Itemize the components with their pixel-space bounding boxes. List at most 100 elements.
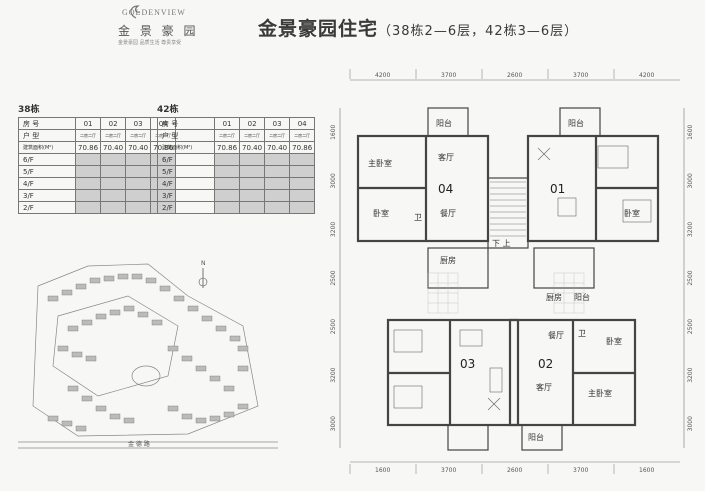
north-arrow: N <box>198 260 208 288</box>
floor-label: 5/F <box>18 165 76 178</box>
building-block <box>187 305 199 312</box>
table-cell: 03 <box>125 117 152 130</box>
building-block <box>131 273 143 280</box>
room-dining-04: 餐厅 <box>440 209 456 218</box>
building-block <box>57 345 69 352</box>
floor-label: 2/F <box>18 201 76 214</box>
dimension-label: 2500 <box>687 270 694 285</box>
table-cell: 70.40 <box>125 141 152 154</box>
floor-label: 6/F <box>157 153 215 166</box>
building-block <box>61 420 73 427</box>
table-row: 建筑面积(M²) 70.86 70.40 70.40 70.86 <box>18 141 177 154</box>
table-cell: 04 <box>289 117 316 130</box>
building-block <box>117 273 129 280</box>
dimension-label: 2500 <box>330 319 337 334</box>
table-cell: 建筑面积(M²) <box>18 141 76 154</box>
table-row: 房 号 01 02 03 04 <box>18 117 177 130</box>
building-block <box>201 315 213 322</box>
dimension-label: 3700 <box>573 467 588 474</box>
building-block <box>123 305 135 312</box>
swirl-icon <box>130 5 141 19</box>
building-block <box>109 413 121 420</box>
building-block <box>67 385 79 392</box>
room-master-04: 主卧室 <box>368 158 392 168</box>
logo-tagline: 金景豪园 品质生活 尊贵享受 <box>118 40 182 46</box>
building-block <box>89 277 101 284</box>
room-bedroom-04: 卧室 <box>373 208 389 218</box>
dimension-label: 4200 <box>375 72 390 79</box>
table-row: 5/F <box>18 165 177 178</box>
dimension-label: 3200 <box>687 222 694 237</box>
brand-logo: GOLDENVIEW 金 景 豪 园 金景豪园 品质生活 尊贵享受 <box>110 5 200 48</box>
dimension-label: 2500 <box>330 270 337 285</box>
table-cell: 02 <box>239 117 266 130</box>
table-cell: 01 <box>74 117 102 130</box>
building-block <box>237 403 249 410</box>
floor-label: 4/F <box>18 177 76 190</box>
table-cell: 二房二厅 <box>289 129 316 142</box>
table-cell: 01 <box>213 117 241 130</box>
dimension-label: 3700 <box>573 72 588 79</box>
building-block <box>209 375 221 382</box>
building-block <box>173 295 185 302</box>
table-cell: 房 号 <box>157 117 215 130</box>
north-label: N <box>201 260 206 267</box>
dimension-label: 2600 <box>507 72 522 79</box>
dimension-label: 1600 <box>375 467 390 474</box>
building-block <box>195 365 207 372</box>
table-label: 42栋 <box>157 105 179 115</box>
page-title: 金景豪园住宅（38栋2—6层，42栋3—6层） <box>258 14 578 41</box>
dimension-label: 3700 <box>441 467 456 474</box>
building-block <box>209 415 221 422</box>
logo-chinese: 金 景 豪 园 <box>118 24 199 38</box>
building-block <box>159 285 171 292</box>
building-block <box>137 311 149 318</box>
building-block <box>181 355 193 362</box>
table-cell: 户 型 <box>157 129 215 142</box>
room-dining-02: 餐厅 <box>548 331 564 340</box>
dimension-label: 3000 <box>687 416 694 431</box>
table-cell: 二房二厅 <box>213 129 241 142</box>
building-block <box>223 411 235 418</box>
room-bedroom-01: 卧室 <box>624 208 640 218</box>
room-balcony-04: 阳台 <box>436 118 452 128</box>
room-kitchen-04: 厨房 <box>440 255 456 265</box>
dimension-label: 3200 <box>330 367 337 382</box>
floor-label: 3/F <box>18 189 76 202</box>
table-cell: 二房二厅 <box>239 129 266 142</box>
table-cell: 户 型 <box>18 129 76 142</box>
stairs-label: 下 上 <box>492 239 511 248</box>
dimension-label: 3200 <box>330 222 337 237</box>
building-block <box>151 319 163 326</box>
table-row: 3/F <box>18 189 177 202</box>
title-sub: （38栋2—6层，42栋3—6层） <box>378 24 579 39</box>
dimension-label: 1600 <box>639 467 654 474</box>
building-block <box>215 325 227 332</box>
table-row: 5/F <box>157 165 316 178</box>
building-block <box>237 365 249 372</box>
logo-english: GOLDENVIEW <box>122 8 186 17</box>
table-row: 户 型 二房二厅 二房二厅 二房二厅 二房二厅 <box>157 129 316 142</box>
building-block <box>123 417 135 424</box>
table-cell: 02 <box>100 117 127 130</box>
building-block <box>109 309 121 316</box>
dimension-label: 1600 <box>330 124 337 139</box>
floor-label: 6/F <box>18 153 76 166</box>
table-label: 38栋 <box>18 105 40 115</box>
building-block <box>47 295 59 302</box>
building-block <box>61 289 73 296</box>
floor-label: 3/F <box>157 189 215 202</box>
building-block <box>67 325 79 332</box>
table-row: 6/F <box>18 153 177 166</box>
table-row: 2/F <box>157 201 316 214</box>
table-cell: 70.86 <box>74 141 102 154</box>
building-block <box>71 351 83 358</box>
table-row: 4/F <box>18 177 177 190</box>
table-cell: 建筑面积(M²) <box>157 141 215 154</box>
table-cell: 70.40 <box>239 141 266 154</box>
unit-table: 房 号 01 02 03 04 户 型 二房二厅 二房二厅 二房二厅 二房二厅 … <box>157 117 316 214</box>
unit-02: 02 <box>538 357 553 371</box>
table-cell: 70.86 <box>289 141 316 154</box>
table-cell: 70.40 <box>264 141 291 154</box>
